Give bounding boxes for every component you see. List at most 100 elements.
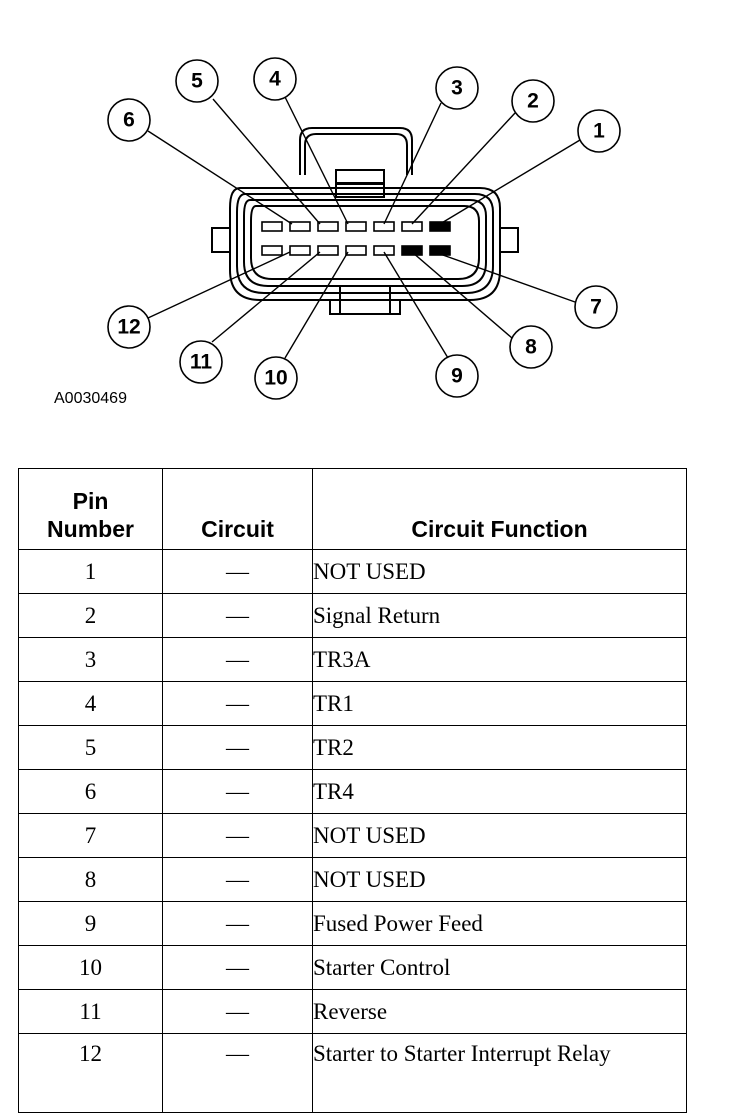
callout-label-12: 12 (117, 316, 140, 339)
callout-label-2: 2 (527, 90, 539, 113)
leader-line-1 (439, 139, 581, 225)
table-row: 1 — NOT USED (18, 549, 687, 594)
table-row: 10 — Starter Control (18, 945, 687, 990)
pin-slot-3 (373, 221, 395, 232)
cell-pin: 10 (18, 945, 163, 990)
table-row: 7 — NOT USED (18, 813, 687, 858)
header-circuit: Circuit (162, 468, 313, 550)
table-row: 3 — TR3A (18, 637, 687, 682)
pin-table-header: Pin Number Circuit Circuit Function (18, 468, 687, 550)
cell-circuit: — (162, 681, 313, 726)
table-row: 12 — Starter to Starter Interrupt Relay (18, 1033, 687, 1113)
callout-label-9: 9 (451, 365, 463, 388)
leader-line-6 (147, 130, 293, 225)
callout-label-1: 1 (593, 120, 605, 143)
cell-circuit: — (162, 813, 313, 858)
cell-pin: 6 (18, 769, 163, 814)
callout-circle-8 (509, 325, 553, 369)
pin-slot-8 (401, 245, 423, 256)
pin-slots (261, 221, 451, 256)
table-row: 8 — NOT USED (18, 857, 687, 902)
header-pin-line2: Number (47, 516, 134, 542)
callout-labels: 1 2 3 4 5 6 7 8 9 10 11 12 (117, 68, 605, 390)
cell-pin: 4 (18, 681, 163, 726)
leader-line-10 (284, 251, 349, 359)
pin-table: Pin Number Circuit Circuit Function 1 — … (18, 468, 687, 1113)
cell-pin: 7 (18, 813, 163, 858)
cell-function: TR2 (312, 725, 687, 770)
pin-slot-1 (429, 221, 451, 232)
cell-circuit: — (162, 989, 313, 1034)
callout-circle-5 (175, 59, 219, 103)
header-circuit-function: Circuit Function (312, 468, 687, 550)
callout-circle-7 (574, 285, 618, 329)
leader-line-11 (211, 251, 321, 343)
cell-pin: 9 (18, 901, 163, 946)
leader-line-5 (212, 98, 321, 225)
cell-circuit: — (162, 593, 313, 638)
pin-slot-7 (429, 245, 451, 256)
cell-function: NOT USED (312, 813, 687, 858)
cell-circuit: — (162, 1033, 313, 1113)
pin-slot-9 (373, 245, 395, 256)
callout-circle-1 (577, 109, 621, 153)
cell-pin: 8 (18, 857, 163, 902)
cell-function: TR3A (312, 637, 687, 682)
cell-circuit: — (162, 857, 313, 902)
callout-circle-2 (511, 79, 555, 123)
cell-circuit: — (162, 549, 313, 594)
pin-slot-x2 (345, 245, 367, 256)
leader-lines (147, 96, 581, 359)
cell-function: TR4 (312, 769, 687, 814)
leader-line-9 (383, 251, 449, 359)
cell-pin: 1 (18, 549, 163, 594)
cell-function: Reverse (312, 989, 687, 1034)
callouts (107, 57, 621, 400)
callout-circle-9 (435, 354, 479, 398)
cell-function: TR1 (312, 681, 687, 726)
table-row: 2 — Signal Return (18, 593, 687, 638)
pin-slot-12 (261, 245, 283, 256)
figure-id: A0030469 (54, 390, 127, 407)
callout-circle-6 (107, 98, 151, 142)
cell-pin: 12 (18, 1033, 163, 1113)
pin-slot-10 (317, 245, 339, 256)
pin-slot-4 (317, 221, 339, 232)
callout-label-8: 8 (525, 336, 537, 359)
pin-slot-11 (289, 245, 311, 256)
pin-slot-x1 (345, 221, 367, 232)
header-pin-number: Pin Number (18, 468, 163, 550)
table-row: 6 — TR4 (18, 769, 687, 814)
callout-label-7: 7 (590, 296, 602, 319)
callout-label-5: 5 (191, 70, 203, 93)
leader-line-12 (147, 251, 291, 319)
leader-line-7 (439, 253, 576, 303)
callout-circle-10 (254, 356, 298, 400)
connector-body (211, 127, 519, 315)
cell-pin: 11 (18, 989, 163, 1034)
leader-line-4 (284, 96, 349, 225)
header-pin-line1: Pin (72, 488, 109, 514)
cell-circuit: — (162, 945, 313, 990)
cell-function: Starter Control (312, 945, 687, 990)
cell-function: Fused Power Feed (312, 901, 687, 946)
callout-circle-12 (107, 305, 151, 349)
callout-label-10: 10 (264, 367, 287, 390)
cell-pin: 5 (18, 725, 163, 770)
callout-label-4: 4 (269, 68, 281, 91)
table-row: 9 — Fused Power Feed (18, 901, 687, 946)
leader-line-8 (411, 251, 513, 339)
cell-pin: 2 (18, 593, 163, 638)
cell-pin: 3 (18, 637, 163, 682)
callout-label-3: 3 (451, 77, 463, 100)
callout-circle-3 (435, 66, 479, 110)
cell-circuit: — (162, 901, 313, 946)
cell-function: NOT USED (312, 857, 687, 902)
table-row: 11 — Reverse (18, 989, 687, 1034)
leader-line-3 (383, 102, 442, 225)
pin-slot-5 (289, 221, 311, 232)
table-row: 5 — TR2 (18, 725, 687, 770)
connector-diagram: 1 2 3 4 5 6 7 8 9 10 11 12 (107, 57, 621, 400)
leader-line-2 (411, 112, 516, 225)
table-row: 4 — TR1 (18, 681, 687, 726)
